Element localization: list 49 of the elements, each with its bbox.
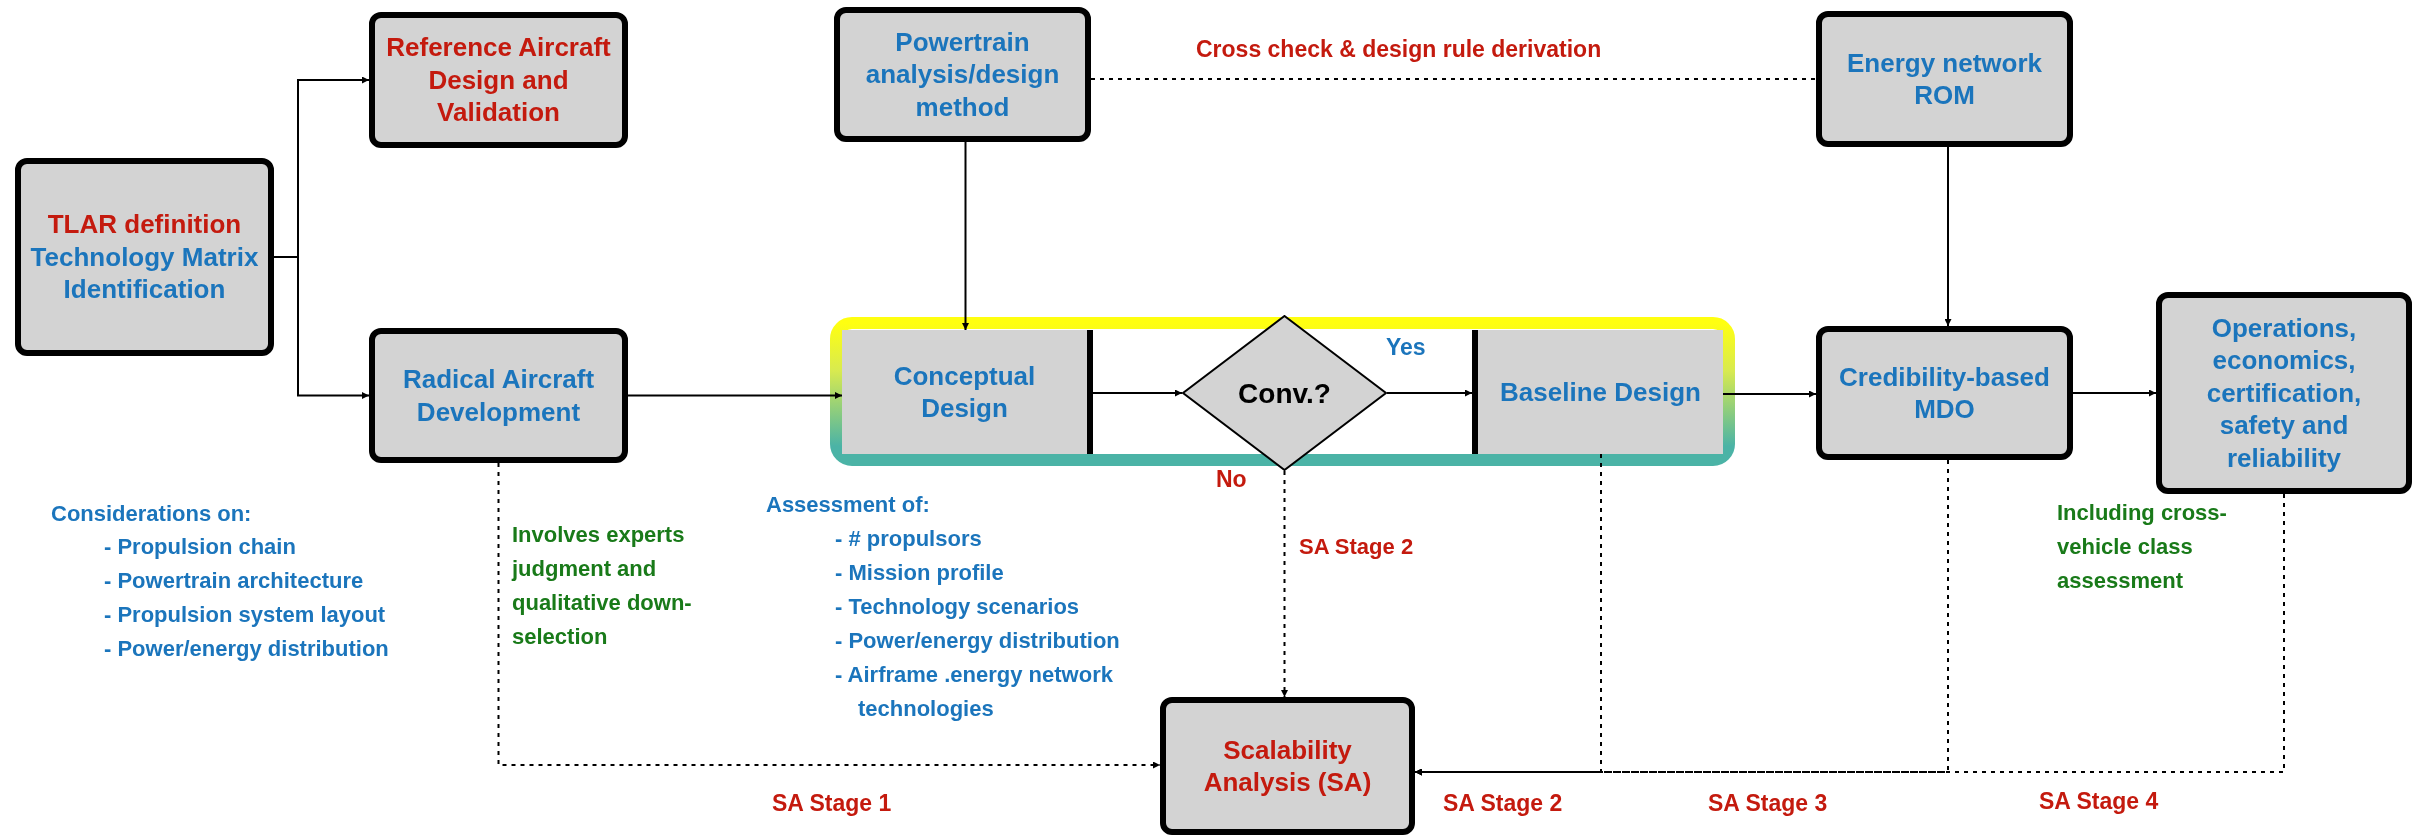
arrow — [2072, 389, 2157, 397]
arrow — [1092, 389, 1183, 397]
box-label: Reference Aircraft Design and Validation — [385, 31, 612, 129]
list-item: - Airframe .energy network technologies — [835, 661, 1114, 723]
dotted-arrow — [1281, 470, 1288, 698]
process-box — [2156, 292, 2412, 494]
box-label: Operations, economics, certification, safety and reliability — [2205, 311, 2363, 475]
process-box — [1816, 326, 2073, 460]
process-box — [834, 7, 1091, 142]
annotation-text: Assessment of: — [766, 491, 930, 519]
list-item: - Power/energy distribution — [104, 635, 389, 663]
process-box — [1816, 11, 2073, 147]
arrow — [1944, 146, 1952, 327]
list-item: - Power/energy distribution — [835, 627, 1120, 655]
arrow — [962, 141, 969, 331]
dotted-arrow — [1414, 493, 2285, 776]
process-box — [15, 158, 274, 356]
box-label: Credibility-based MDO — [1838, 360, 2051, 426]
box-label: TLAR definition — [46, 208, 243, 241]
box-label: Conv.? — [1237, 376, 1332, 411]
process-box — [369, 328, 628, 463]
process-box — [369, 12, 628, 148]
dotted-arrow — [497, 462, 1161, 769]
list-item: - Mission profile — [835, 559, 1004, 587]
annotation-text: Considerations on: — [51, 500, 252, 528]
annotation-text: SA Stage 2 — [1299, 533, 1414, 561]
arrow — [273, 256, 370, 399]
list-item: - Powertrain architecture — [104, 567, 364, 595]
process-box — [842, 330, 1093, 454]
list-item: - Propulsion system layout — [104, 601, 386, 629]
decision-diamond — [1182, 315, 1387, 471]
box-label: Technology Matrix Identification — [29, 240, 260, 306]
box-label: Scalability Analysis (SA) — [1202, 733, 1373, 799]
annotation-text: Including cross-vehicle class assessment — [2057, 499, 2228, 595]
arrow — [1722, 390, 1817, 398]
box-label: Conceptual Design — [892, 359, 1037, 425]
process-box — [1160, 697, 1415, 835]
box-label: Energy network ROM — [1845, 46, 2044, 112]
list-item: - Technology scenarios — [835, 593, 1080, 621]
box-label: Baseline Design — [1499, 375, 1702, 409]
arrow — [1386, 389, 1473, 397]
dotted-line — [1090, 78, 1817, 80]
list-item: - Propulsion chain — [104, 533, 296, 561]
box-label: Radical Aircraft Development — [401, 363, 596, 428]
annotation-text: Involves experts judgment and qualitative down-selection — [512, 521, 693, 651]
box-label: Powertrain analysis/design method — [864, 25, 1061, 124]
list-item: - # propulsors — [835, 525, 982, 553]
process-box — [1472, 330, 1723, 454]
arrow — [627, 392, 843, 399]
